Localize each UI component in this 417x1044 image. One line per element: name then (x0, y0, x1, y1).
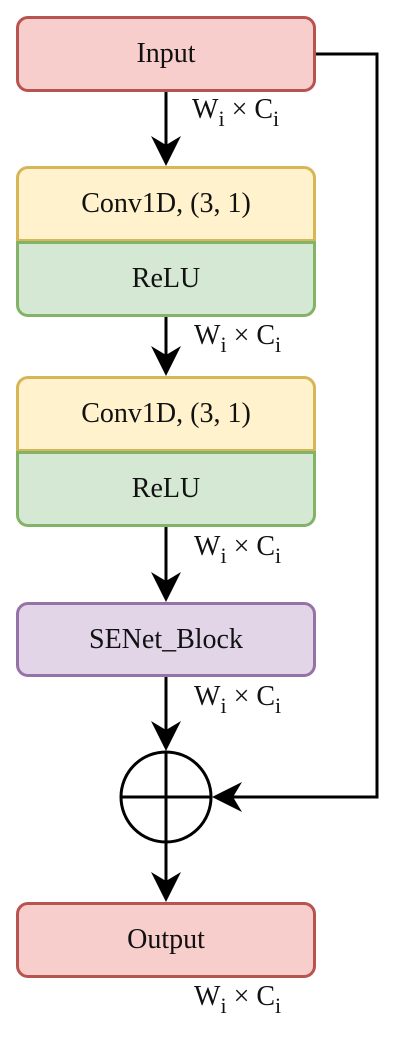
shape-label-3: Wi × Ci (194, 531, 282, 569)
relu-node-1: ReLU (16, 241, 316, 317)
conv1d-node-1: Conv1D, (3, 1) (16, 166, 316, 242)
input-node: Input (16, 16, 316, 92)
input-node-label: Input (136, 38, 196, 69)
conv1d-node-2-label: Conv1D, (3, 1) (81, 398, 251, 429)
output-node-label: Output (127, 924, 205, 955)
senet-block-label: SENet_Block (89, 623, 243, 655)
senet-block-node: SENet_Block (16, 602, 316, 677)
output-node: Output (16, 902, 316, 978)
conv1d-node-2: Conv1D, (3, 1) (16, 376, 316, 452)
conv1d-node-1-label: Conv1D, (3, 1) (81, 188, 251, 219)
shape-label-4: Wi × Ci (194, 681, 282, 719)
shape-label-2: Wi × Ci (194, 320, 282, 358)
shape-label-1: Wi × Ci (192, 94, 280, 132)
addition-node (119, 750, 213, 844)
skip-connection-arrow (212, 52, 379, 812)
relu-node-2: ReLU (16, 451, 316, 527)
relu-node-2-label: ReLU (131, 473, 201, 504)
shape-label-5: Wi × Ci (194, 981, 282, 1019)
relu-node-1-label: ReLU (131, 263, 201, 294)
